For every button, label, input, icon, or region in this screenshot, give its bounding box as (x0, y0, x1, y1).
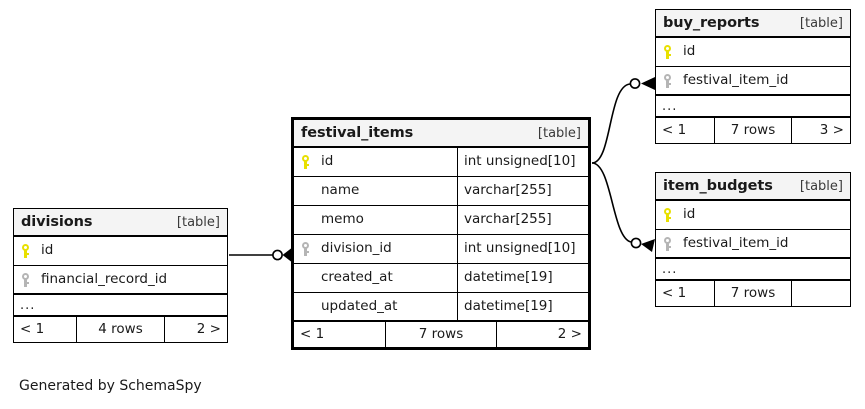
column-type-cell: datetime[19] (457, 293, 588, 320)
column-row-created_at[interactable]: created_at datetime[19] (294, 264, 588, 293)
relationship-festival_items-buy_reports (591, 77, 655, 164)
column-label: financial_record_id (41, 270, 168, 287)
column-row-division_id[interactable]: division_id int unsigned[10] (294, 235, 588, 264)
table-buy_reports[interactable]: buy_reports [table] id festival_item_id … (655, 9, 851, 144)
table-item_budgets[interactable]: item_budgets [table] id festival_item_id… (655, 172, 851, 307)
table-kind-label: [table] (176, 214, 220, 230)
column-name-cell: division_id (294, 235, 457, 263)
column-name-cell: id (656, 201, 850, 229)
table-kind-label: [table] (799, 178, 843, 194)
table-kind-label: [table] (537, 125, 581, 141)
column-label: festival_item_id (683, 71, 789, 88)
column-name-cell: id (14, 237, 227, 265)
primary-key-icon (663, 208, 683, 222)
table-footer-item_budgets: < 1 7 rows (656, 281, 850, 306)
prev-page-button[interactable]: < 1 (662, 284, 687, 301)
table-kind-label: [table] (799, 15, 843, 31)
column-row-id[interactable]: id (656, 201, 850, 230)
relationship-divisions-festival_items (229, 248, 291, 262)
table-title: divisions (21, 213, 93, 230)
column-name-cell: memo (294, 206, 457, 234)
table-festival_items[interactable]: festival_items [table] id int unsigned[1… (291, 117, 591, 350)
column-label: id (683, 206, 696, 223)
column-type-cell: varchar[255] (457, 177, 588, 205)
column-name-cell: id (294, 148, 457, 176)
column-row-festival_item_id[interactable]: festival_item_id (656, 230, 850, 259)
more-columns-indicator: ... (656, 259, 850, 281)
column-row-id[interactable]: id (656, 38, 850, 67)
foreign-key-icon (663, 73, 683, 88)
column-name-cell: festival_item_id (656, 230, 850, 257)
column-name-cell: name (294, 177, 457, 205)
column-label: name (321, 182, 360, 199)
table-divisions[interactable]: divisions [table] id financial_record_id… (13, 208, 228, 343)
primary-key-icon (301, 155, 321, 169)
row-count-label: 7 rows (385, 322, 497, 347)
column-label: division_id (321, 240, 392, 257)
column-name-cell: created_at (294, 264, 457, 292)
column-row-updated_at[interactable]: updated_at datetime[19] (294, 293, 588, 322)
column-name-cell: updated_at (294, 293, 457, 320)
table-title: item_budgets (663, 177, 773, 194)
prev-page-button[interactable]: < 1 (300, 325, 325, 342)
column-type-cell: varchar[255] (457, 206, 588, 234)
relationship-festival_items-item_budgets (591, 162, 655, 252)
column-type-cell: datetime[19] (457, 264, 588, 292)
table-footer-buy_reports: < 1 7 rows 3 > (656, 118, 850, 143)
column-name-cell: id (656, 38, 850, 66)
column-row-id[interactable]: id int unsigned[10] (294, 148, 588, 177)
column-row-id[interactable]: id (14, 237, 227, 266)
next-page-button[interactable]: 2 > (557, 325, 582, 342)
table-title: festival_items (301, 124, 414, 141)
table-footer-festival_items: < 1 7 rows 2 > (294, 322, 588, 347)
table-header-divisions: divisions [table] (14, 209, 227, 237)
row-count-label: 7 rows (714, 118, 792, 143)
more-columns-indicator: ... (656, 96, 850, 118)
primary-key-icon (21, 244, 41, 258)
table-title: buy_reports (663, 14, 760, 31)
next-page-button[interactable]: 3 > (819, 121, 844, 138)
table-footer-divisions: < 1 4 rows 2 > (14, 317, 227, 342)
column-name-cell: festival_item_id (656, 67, 850, 94)
column-label: updated_at (321, 297, 398, 314)
column-type-cell: int unsigned[10] (457, 235, 588, 263)
next-page-button[interactable]: 2 > (196, 320, 221, 337)
column-label: memo (321, 211, 364, 228)
row-count-label: 7 rows (714, 281, 792, 306)
foreign-key-icon (663, 236, 683, 251)
generated-by-caption: Generated by SchemaSpy (19, 378, 202, 394)
more-columns-indicator: ... (14, 295, 227, 317)
column-label: id (41, 242, 54, 259)
column-row-financial_record_id[interactable]: financial_record_id (14, 266, 227, 295)
prev-page-button[interactable]: < 1 (662, 121, 687, 138)
column-label: id (321, 153, 334, 170)
primary-key-icon (663, 45, 683, 59)
table-header-buy_reports: buy_reports [table] (656, 10, 850, 38)
next-page-button[interactable] (792, 281, 850, 306)
foreign-key-icon (301, 242, 321, 256)
table-header-item_budgets: item_budgets [table] (656, 173, 850, 201)
column-row-name[interactable]: name varchar[255] (294, 177, 588, 206)
foreign-key-icon (21, 272, 41, 287)
column-name-cell: financial_record_id (14, 266, 227, 293)
column-label: created_at (321, 269, 393, 286)
column-type-cell: int unsigned[10] (457, 148, 588, 176)
table-header-festival_items: festival_items [table] (294, 120, 588, 148)
column-row-festival_item_id[interactable]: festival_item_id (656, 67, 850, 96)
column-label: festival_item_id (683, 234, 789, 251)
prev-page-button[interactable]: < 1 (20, 320, 45, 337)
row-count-label: 4 rows (76, 317, 165, 342)
column-row-memo[interactable]: memo varchar[255] (294, 206, 588, 235)
column-label: id (683, 43, 696, 60)
